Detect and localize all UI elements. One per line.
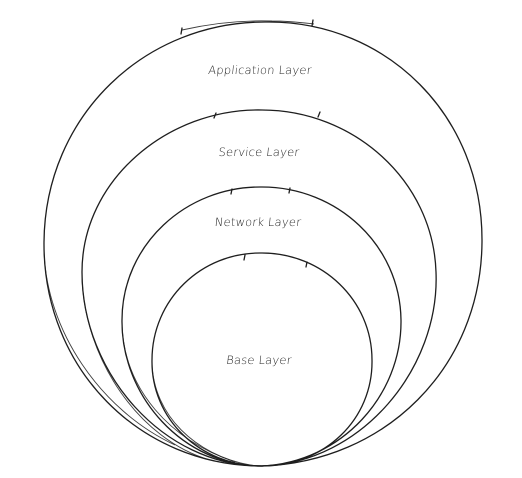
application-layer-circle xyxy=(43,19,483,467)
service-layer-label: Service Layer xyxy=(217,145,301,159)
base-layer-label: Base Layer xyxy=(225,353,293,367)
service-layer-circle xyxy=(81,109,437,467)
network-layer-label: Network Layer xyxy=(214,215,302,229)
application-layer-label: Application Layer xyxy=(207,63,313,77)
base-layer-circle xyxy=(151,252,373,467)
